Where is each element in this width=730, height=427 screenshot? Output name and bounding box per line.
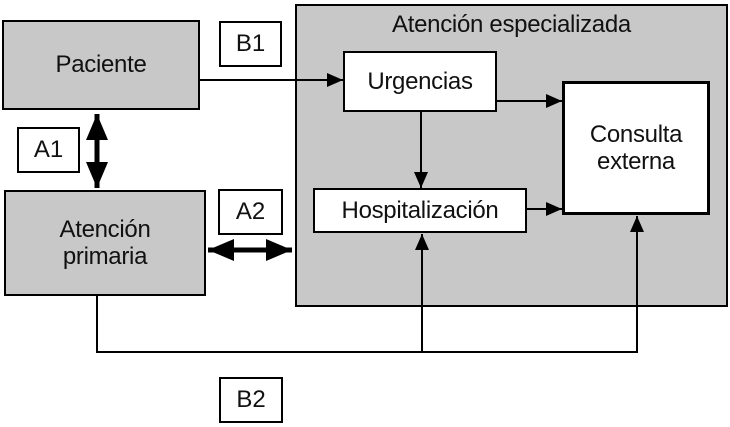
node-paciente: Paciente <box>2 20 200 110</box>
container-title: Atención especializada <box>392 11 631 38</box>
arrow-atencion-primaria-to-consulta-externa <box>96 216 644 353</box>
connector-label-a1: A1 <box>17 127 80 173</box>
connector-label-b2: B2 <box>219 377 283 423</box>
node-urgencias: Urgencias <box>343 51 497 112</box>
node-hospitalizacion: Hospitalización <box>313 188 527 233</box>
node-consulta-externa: Consulta externa <box>562 81 710 215</box>
node-atencion-primaria: Atención primaria <box>4 190 206 296</box>
connector-label-a2: A2 <box>218 189 283 235</box>
connector-label-b1: B1 <box>219 21 282 67</box>
